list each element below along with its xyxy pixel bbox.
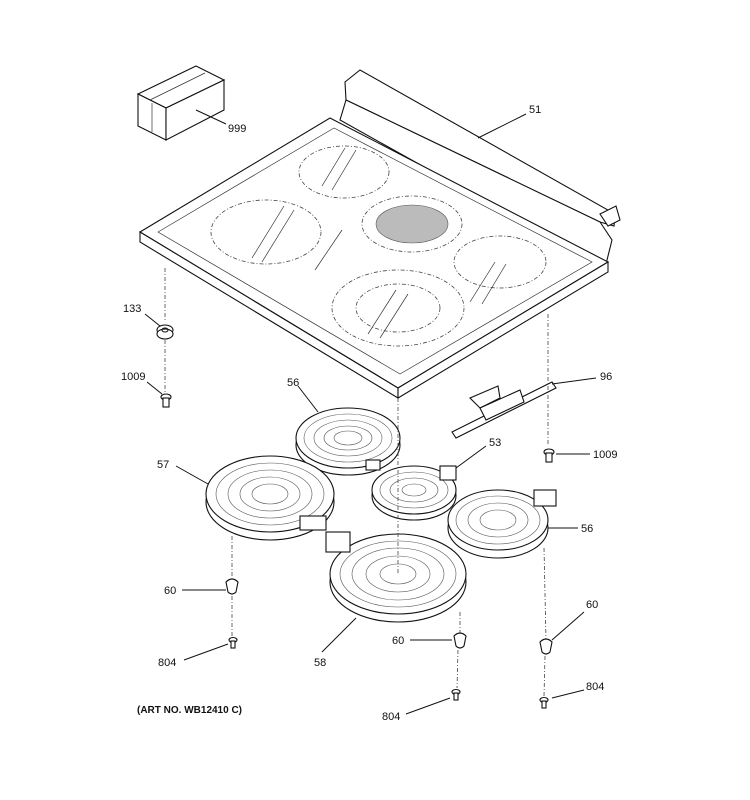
part-53-burner — [371, 465, 457, 521]
leader-lines — [144, 109, 597, 715]
assembly-lines — [164, 268, 549, 697]
label-56-right: 56 — [581, 523, 593, 535]
part-96-bracket — [451, 381, 557, 439]
label-53: 53 — [489, 437, 501, 449]
part-999-box — [136, 65, 226, 141]
label-96: 96 — [600, 371, 612, 383]
part-804-screw-left — [228, 636, 238, 649]
label-60-left: 60 — [164, 585, 176, 597]
part-1009-screw-left — [160, 393, 172, 408]
label-1009-right: 1009 — [593, 449, 617, 461]
part-56-burner-right — [447, 489, 557, 559]
part-58-burner — [325, 531, 467, 623]
art-number: (ART NO. WB12410 C) — [137, 705, 242, 716]
part-56-burner-top — [295, 407, 401, 476]
label-804-center: 804 — [382, 711, 400, 723]
part-57-burner — [205, 455, 335, 541]
part-804-screw-center — [451, 688, 461, 701]
label-57: 57 — [157, 459, 169, 471]
label-60-center: 60 — [392, 635, 404, 647]
label-58: 58 — [314, 657, 326, 669]
label-133: 133 — [123, 303, 141, 315]
part-60-clip-right — [539, 638, 553, 655]
label-1009-left: 1009 — [121, 371, 145, 383]
label-804-left: 804 — [158, 657, 176, 669]
part-60-clip-center — [453, 632, 467, 649]
part-133-grommet — [156, 324, 174, 340]
label-804-right: 804 — [586, 681, 604, 693]
part-51-cooktop — [138, 69, 621, 399]
label-999: 999 — [228, 123, 246, 135]
label-51: 51 — [529, 104, 541, 116]
label-60-right: 60 — [586, 599, 598, 611]
part-804-screw-right — [539, 696, 549, 709]
part-60-clip-left — [225, 578, 239, 595]
part-1009-screw-right — [543, 448, 555, 463]
part-labels: 999 51 133 1009 96 56 1009 53 57 56 60 6… — [121, 104, 617, 723]
label-56-top: 56 — [287, 377, 299, 389]
